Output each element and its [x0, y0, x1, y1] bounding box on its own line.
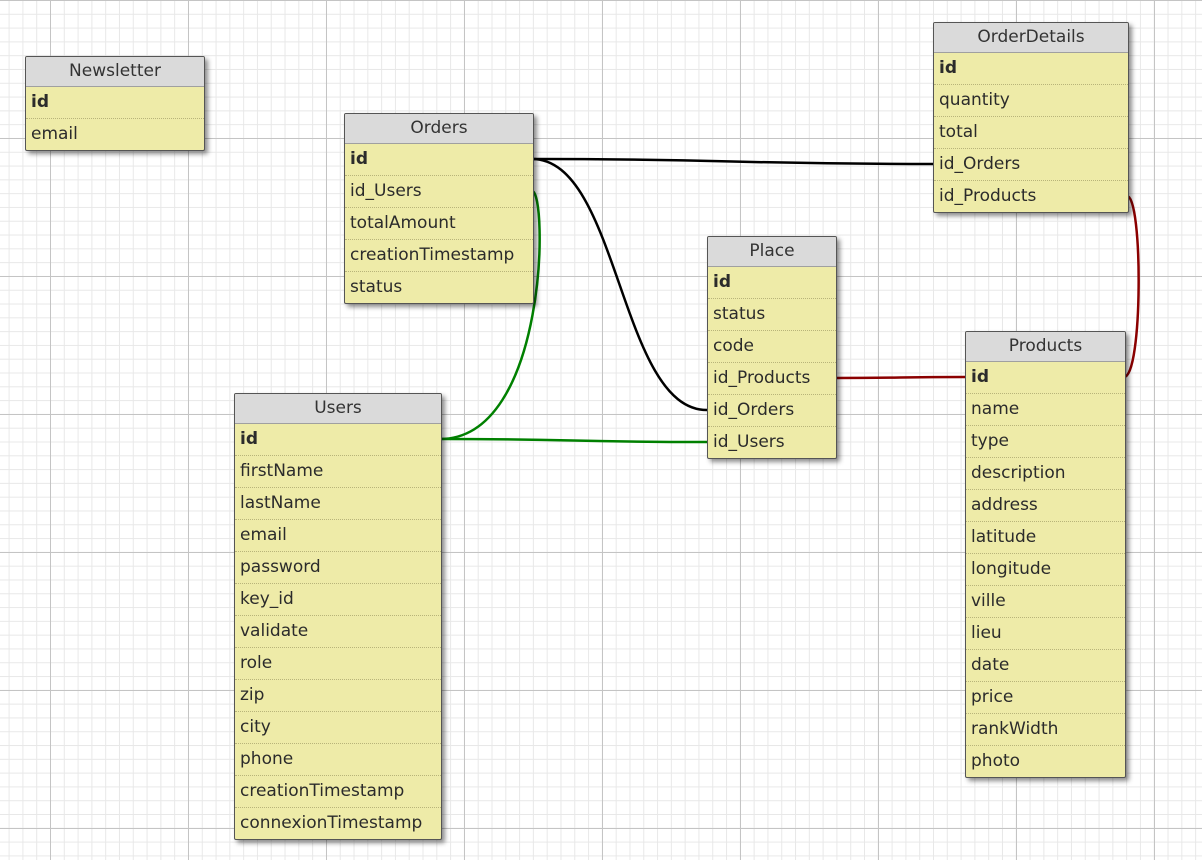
table-products[interactable]: Products id name type description addres…	[965, 331, 1126, 778]
field-row[interactable]: id	[708, 267, 836, 299]
table-title: Newsletter	[26, 57, 204, 87]
field-row[interactable]: id	[966, 362, 1125, 394]
table-title: Users	[235, 394, 441, 424]
field-row[interactable]: lieu	[966, 618, 1125, 650]
field-row[interactable]: ville	[966, 586, 1125, 618]
relation-line-users-id-to-place-id_Users[interactable]	[439, 437, 708, 444]
field-row[interactable]: status	[350, 277, 403, 297]
field-row[interactable]: creationTimestamp	[345, 240, 533, 272]
field-row[interactable]: id_Orders	[708, 395, 836, 427]
field-row[interactable]: id	[934, 53, 1128, 85]
table-title: Place	[708, 237, 836, 267]
table-orders[interactable]: Orders id id_Users totalAmount creationT…	[344, 113, 534, 304]
field-row[interactable]: id_Products	[939, 186, 1037, 206]
relation-line-orders-id-to-place-id_Orders[interactable]	[531, 157, 708, 412]
field-row[interactable]: price	[966, 682, 1125, 714]
field-row[interactable]: password	[235, 552, 441, 584]
field-row[interactable]: rankWidth	[966, 714, 1125, 746]
relation-line-orders-id-to-orderdetails-id_Orders[interactable]	[531, 157, 934, 166]
field-row[interactable]: quantity	[934, 85, 1128, 117]
field-row[interactable]: phone	[235, 744, 441, 776]
field-row[interactable]: firstName	[235, 456, 441, 488]
field-row[interactable]: email	[31, 124, 78, 144]
table-newsletter[interactable]: Newsletter id email	[25, 56, 205, 151]
field-row[interactable]: creationTimestamp	[235, 776, 441, 808]
field-row[interactable]: id_Users	[345, 176, 533, 208]
field-row[interactable]: id	[345, 144, 533, 176]
table-place[interactable]: Place id status code id_Products id_Orde…	[707, 236, 837, 459]
field-row[interactable]: zip	[235, 680, 441, 712]
field-row[interactable]: connexionTimestamp	[240, 813, 423, 833]
field-row[interactable]: lastName	[235, 488, 441, 520]
field-row[interactable]: id_Orders	[934, 149, 1128, 181]
table-title: OrderDetails	[934, 23, 1128, 53]
field-row[interactable]: status	[708, 299, 836, 331]
field-row[interactable]: code	[708, 331, 836, 363]
table-title: Orders	[345, 114, 533, 144]
field-row[interactable]: key_id	[235, 584, 441, 616]
field-row[interactable]: validate	[235, 616, 441, 648]
relation-line-products-id-to-orderdetails-id_Products[interactable]	[1123, 194, 1140, 379]
field-row[interactable]: longitude	[966, 554, 1125, 586]
field-row[interactable]: date	[966, 650, 1125, 682]
field-row[interactable]: id	[235, 424, 441, 456]
table-title: Products	[966, 332, 1125, 362]
field-row[interactable]: total	[934, 117, 1128, 149]
field-row[interactable]: city	[235, 712, 441, 744]
field-row[interactable]: photo	[971, 751, 1021, 771]
field-row[interactable]: totalAmount	[345, 208, 533, 240]
field-row[interactable]: latitude	[966, 522, 1125, 554]
field-row[interactable]: description	[966, 458, 1125, 490]
field-row[interactable]: name	[966, 394, 1125, 426]
field-row[interactable]: role	[235, 648, 441, 680]
relation-line-products-id-to-place-id_Products[interactable]	[834, 375, 966, 380]
table-orderdetails[interactable]: OrderDetails id quantity total id_Orders…	[933, 22, 1129, 213]
field-row[interactable]: email	[235, 520, 441, 552]
field-row[interactable]: id_Users	[713, 432, 785, 452]
table-users[interactable]: Users id firstName lastName email passwo…	[234, 393, 442, 840]
field-row[interactable]: id_Products	[708, 363, 836, 395]
field-row[interactable]: address	[966, 490, 1125, 522]
field-row[interactable]: type	[966, 426, 1125, 458]
field-row[interactable]: id	[26, 87, 204, 119]
